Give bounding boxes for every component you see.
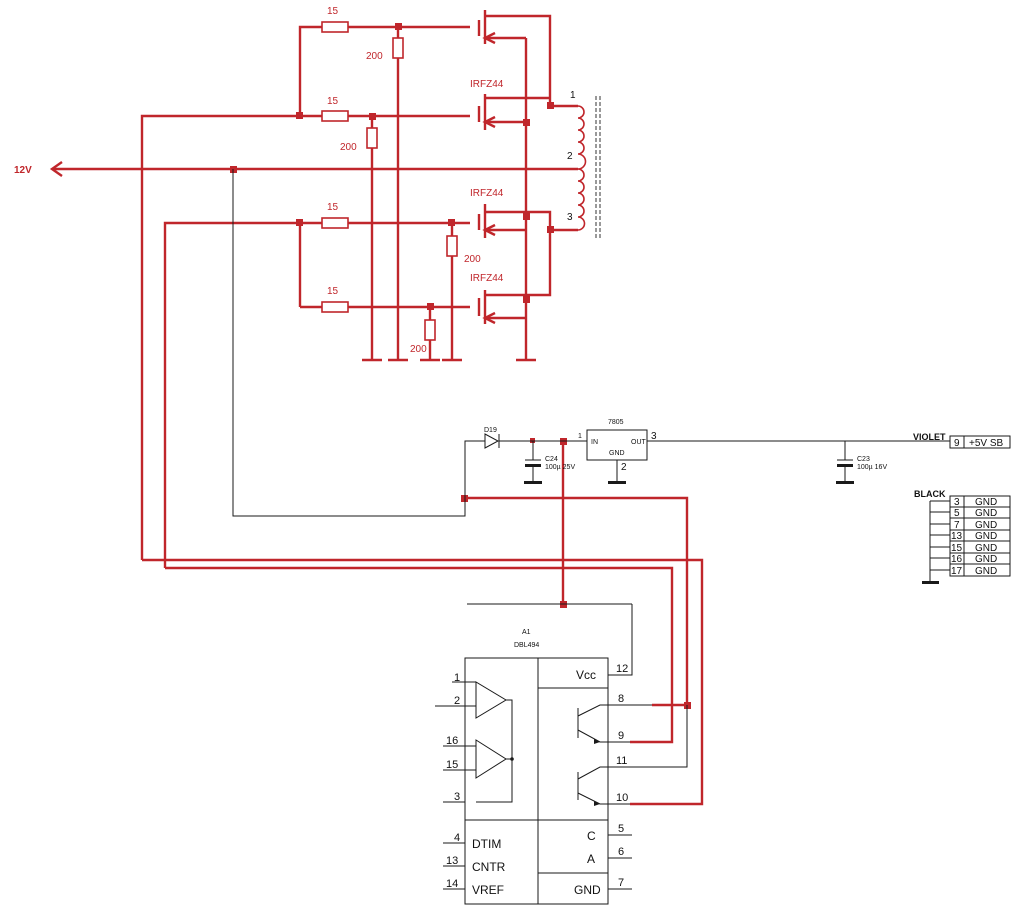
ic-pin-label: 16 — [446, 735, 458, 747]
c23-ref: C23 — [857, 456, 870, 463]
ic-pin-name: DTIM — [472, 837, 501, 851]
diode-d19 — [484, 433, 500, 449]
ic-pin-label: 3 — [454, 791, 460, 803]
resistor-label: 200 — [464, 254, 481, 265]
ic-pin-label: 11 — [616, 755, 627, 767]
black-label: BLACK — [914, 489, 946, 499]
connector-name: GND — [975, 497, 997, 508]
connector-name: +5V SB — [969, 438, 1004, 449]
regulator-pin-label: 1 — [578, 433, 582, 440]
capacitor-c23 — [836, 459, 854, 484]
connector-pin: 3 — [954, 497, 960, 508]
ic-pin-label: 9 — [618, 730, 624, 742]
connector-pin: 17 — [951, 566, 963, 577]
transformer-pin-label: 1 — [570, 90, 576, 101]
standby-wiring — [232, 169, 950, 676]
regulator-pin-label: 2 — [621, 462, 627, 473]
ic-pin-label: 8 — [618, 693, 624, 705]
atx-connector — [922, 435, 1011, 584]
gate-resistors — [321, 21, 349, 313]
transformer-pin-label: 2 — [567, 151, 573, 162]
component-labels: 12V 15 15 15 15 200 200 200 200 IRFZ44 I… — [14, 6, 1004, 897]
ic-pin-name: CNTR — [472, 860, 506, 874]
transformer — [577, 96, 601, 238]
diode-label: D19 — [484, 427, 497, 434]
c23-value: 100µ 16V — [857, 464, 887, 471]
connector-name: GND — [975, 531, 997, 542]
c24-value: 100µ 25V — [545, 464, 575, 471]
regulator-pin-label: 3 — [651, 431, 657, 442]
ic-pin-label: 4 — [454, 832, 460, 844]
capacitor-c24 — [524, 459, 542, 484]
mosfet-label: IRFZ44 — [470, 79, 504, 90]
ic-pin-label: 2 — [454, 695, 460, 707]
mosfet-label: IRFZ44 — [470, 273, 504, 284]
resistor-label: 15 — [327, 96, 339, 107]
resistor-label: 200 — [366, 51, 383, 62]
connector-name: GND — [975, 520, 997, 531]
resistor-label: 15 — [327, 6, 339, 17]
transformer-pin-label: 3 — [567, 212, 573, 223]
supply-label: 12V — [14, 165, 32, 176]
connector-pin: 16 — [951, 554, 963, 565]
ic-pin-name: C — [587, 829, 596, 843]
connector-pin: 9 — [954, 438, 960, 449]
connector-pin: 5 — [954, 508, 960, 519]
regulator-gnd-label: GND — [609, 450, 625, 457]
resistor-label: 15 — [327, 202, 339, 213]
ic-pin-name: Vcc — [576, 668, 596, 682]
resistor-label: 15 — [327, 286, 339, 297]
regulator-in-label: IN — [591, 439, 598, 446]
connector-name: GND — [975, 508, 997, 519]
ic-pin-label: 5 — [618, 823, 624, 835]
ic-dbl494 — [435, 657, 688, 905]
mosfet-q4 — [477, 290, 496, 325]
ic-pin-label: 1 — [454, 672, 460, 684]
ic-pin-name: A — [587, 852, 595, 866]
regulator-out-label: OUT — [631, 439, 647, 446]
connector-name: GND — [975, 543, 997, 554]
connector-pin: 13 — [951, 531, 963, 542]
ic-pin-name: VREF — [472, 883, 504, 897]
c24-ref: C24 — [545, 456, 558, 463]
ic-pin-label: 12 — [616, 663, 628, 675]
resistor-label: 200 — [340, 142, 357, 153]
ic-pin-label: 15 — [446, 759, 458, 771]
ic-pin-label: 7 — [618, 877, 624, 889]
ic-part: DBL494 — [514, 642, 539, 649]
mosfet-q3 — [477, 204, 496, 238]
junction-dots — [230, 23, 691, 709]
mosfet-symbols — [477, 10, 496, 325]
mosfet-label: IRFZ44 — [470, 188, 504, 199]
pulldown-resistors — [366, 37, 458, 341]
regulator-7805 — [586, 429, 648, 484]
ic-pin-label: 6 — [618, 846, 624, 858]
connector-pin: 7 — [954, 520, 960, 531]
ic-pin-label: 10 — [616, 792, 628, 804]
mosfet-q2 — [477, 94, 496, 130]
ic-ref: A1 — [522, 629, 531, 636]
ic-pin-label: 14 — [446, 878, 458, 890]
regulator-label: 7805 — [608, 419, 624, 426]
power-stage-wiring — [49, 14, 704, 806]
connector-name: GND — [975, 566, 997, 577]
connector-name: GND — [975, 554, 997, 565]
violet-label: VIOLET — [913, 432, 946, 442]
resistor-label: 200 — [410, 344, 427, 355]
ic-pin-label: 13 — [446, 855, 458, 867]
mosfet-q1 — [477, 10, 496, 45]
connector-pin: 15 — [951, 543, 963, 554]
ic-pin-name: GND — [574, 883, 601, 897]
